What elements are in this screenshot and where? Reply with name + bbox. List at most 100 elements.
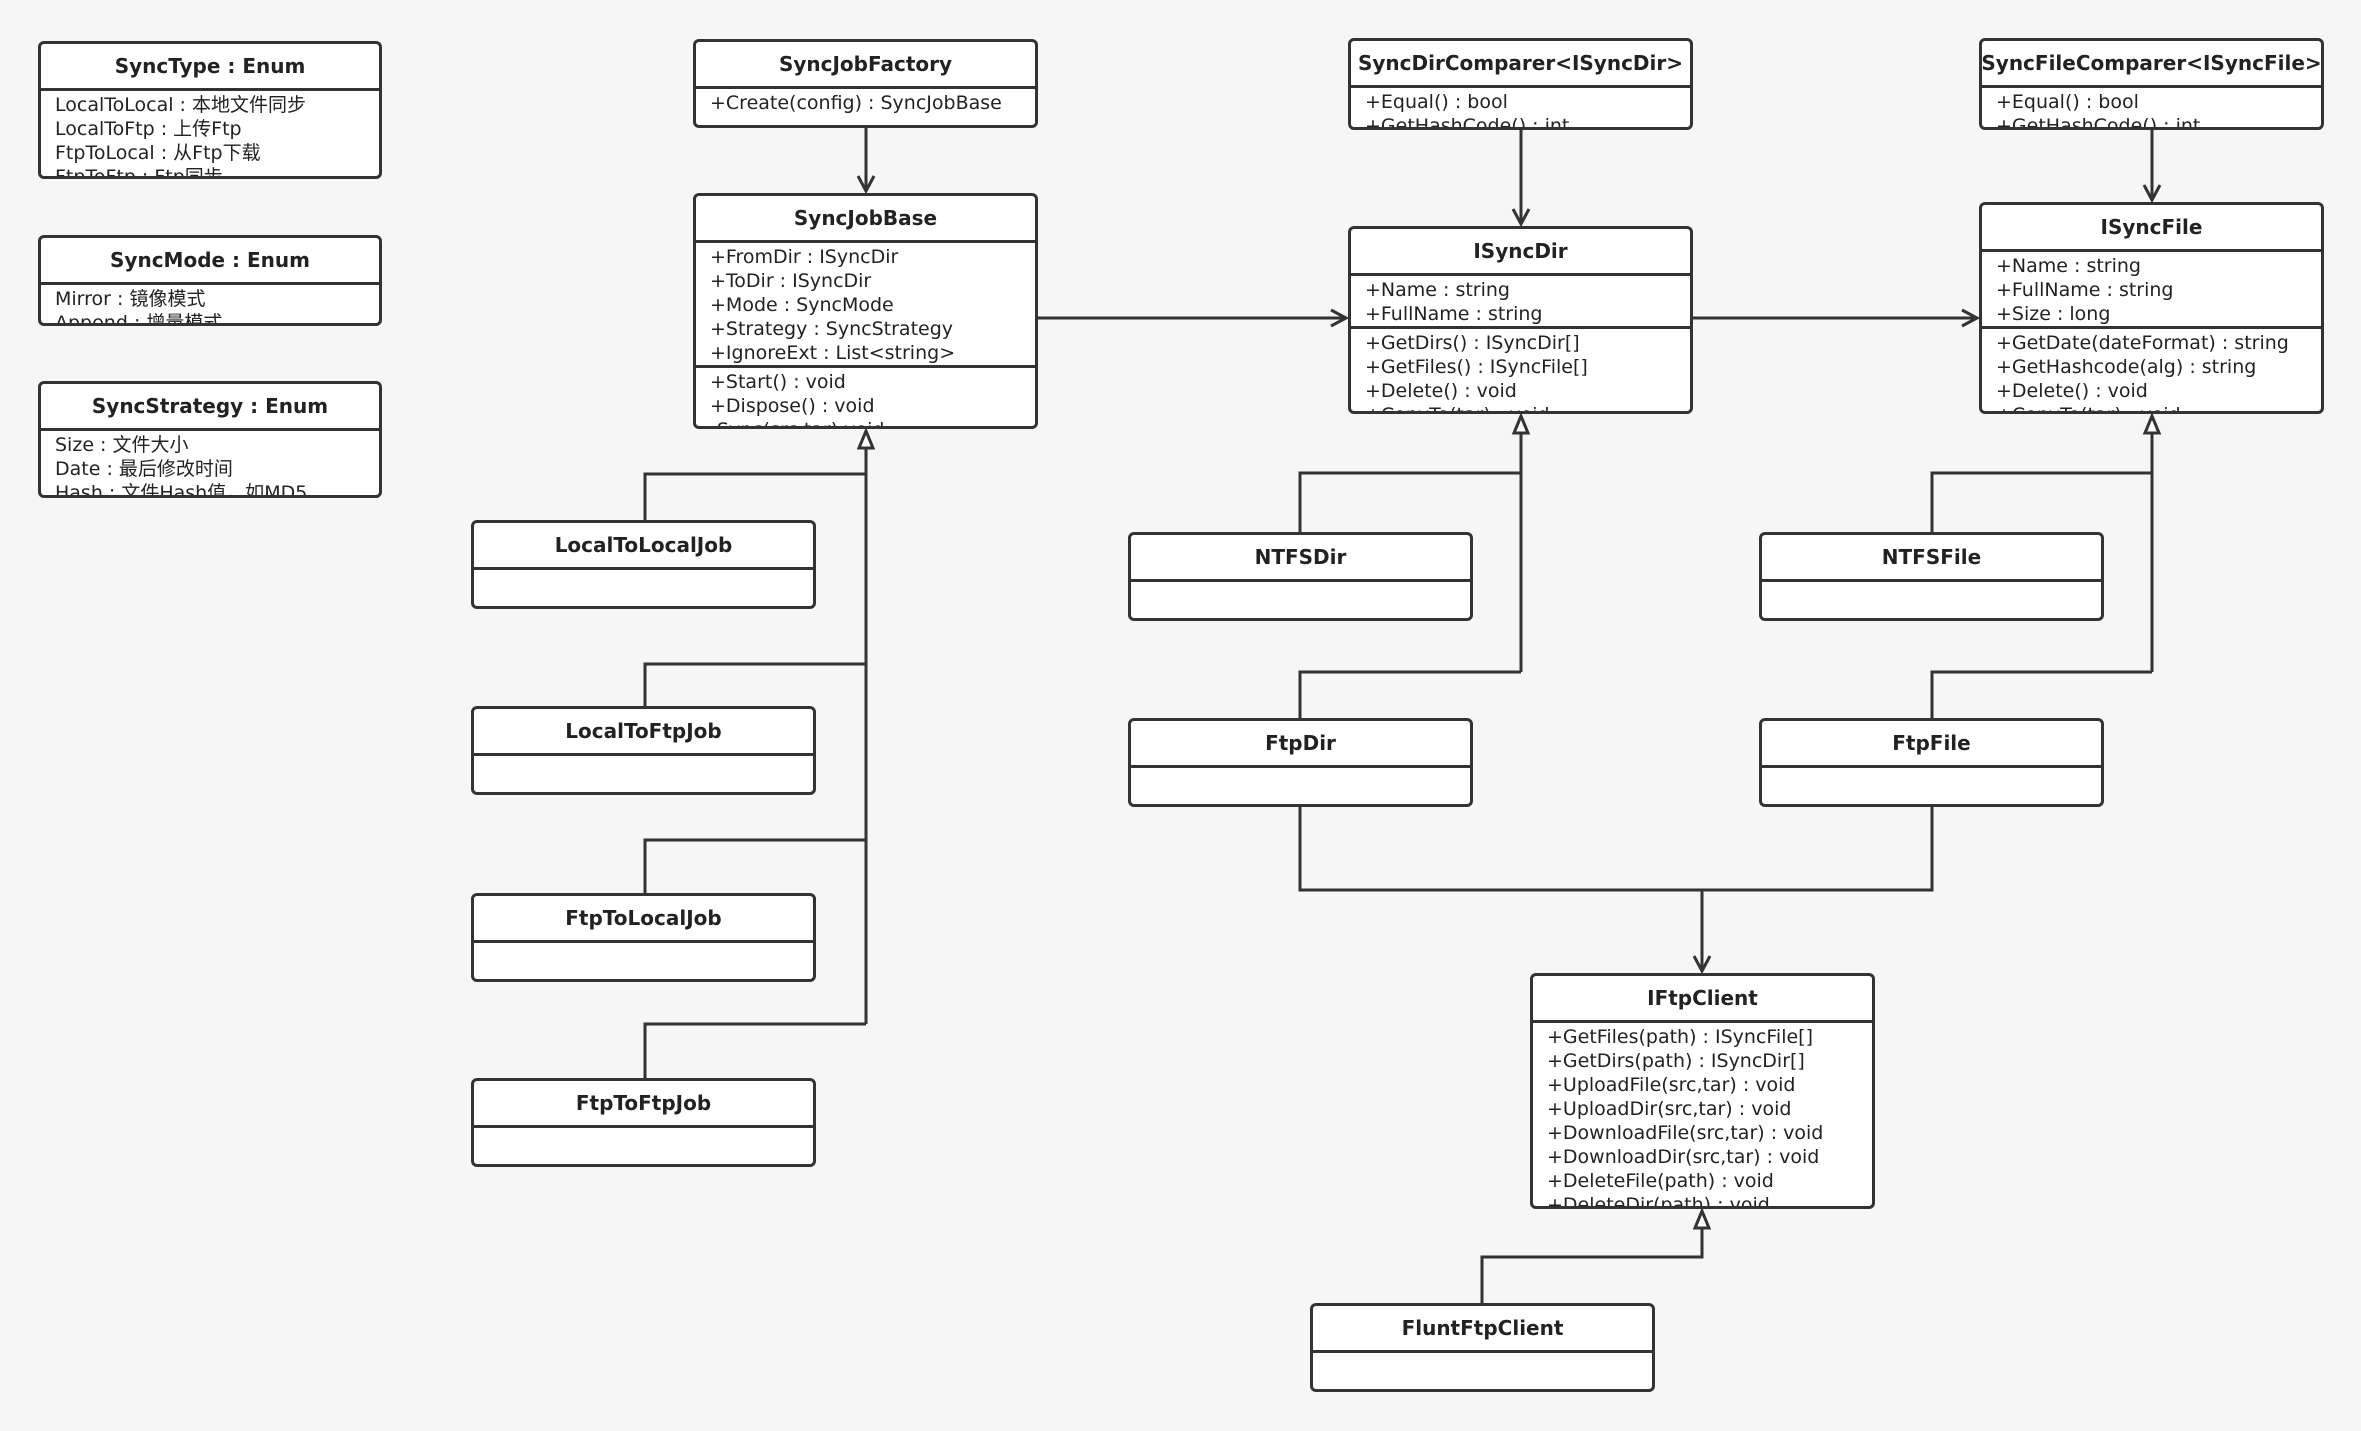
class-name: FtpToFtpJob [474, 1081, 813, 1128]
class-localtoftpjob[interactable]: LocalToFtpJob [471, 706, 816, 795]
class-attributes: +GetFiles(path) : ISyncFile[]+GetDirs(pa… [1533, 1023, 1872, 1209]
class-member: Mirror : 镜像模式 [55, 288, 206, 310]
class-member: +GetHashCode() : int [1365, 115, 1570, 130]
class-attributes: +Name : string+FullName : string+Size : … [1982, 252, 2321, 329]
class-member: +DeleteFile(path) : void [1547, 1170, 1774, 1192]
class-localtolocaljob[interactable]: LocalToLocalJob [471, 520, 816, 609]
class-attributes: +Equal() : bool +GetHashCode() : int [1351, 88, 1690, 130]
class-name: FtpDir [1131, 721, 1470, 768]
class-member: +GetHashCode() : int [1996, 115, 2201, 130]
class-member: +Start() : void [710, 371, 846, 393]
class-name: SyncJobFactory [696, 42, 1035, 89]
class-ntfsdir[interactable]: NTFSDir [1128, 532, 1473, 621]
class-attributes: +Equal() : bool +GetHashCode() : int [1982, 88, 2321, 130]
class-name: ISyncDir [1351, 229, 1690, 276]
class-syncjobbase[interactable]: SyncJobBase+FromDir : ISyncDir+ToDir : I… [693, 193, 1038, 429]
class-syncjobfactory[interactable]: SyncJobFactory +Create(config) : SyncJobB… [693, 39, 1038, 128]
class-member: FtpToLocal : 从Ftp下载 [55, 142, 261, 164]
class-member: +UploadFile(src,tar) : void [1547, 1074, 1796, 1096]
class-member: +Strategy : SyncStrategy [710, 318, 954, 340]
class-name: FtpFile [1762, 721, 2101, 768]
ftptolocal-link [643, 838, 866, 893]
class-member: +Create(config) : SyncJobBase [710, 92, 1002, 114]
class-attributes [1313, 1353, 1652, 1355]
class-member: +FullName : string [1996, 279, 2174, 301]
class-member: +DeleteDir(path) : void [1547, 1194, 1770, 1209]
class-syncfilecomparer[interactable]: SyncFileComparer<ISyncFile>+Equal() : bo… [1979, 38, 2324, 130]
class-member: +Size : long [1996, 303, 2111, 325]
ftptoftp-link [643, 1022, 866, 1078]
class-member: +Equal() : bool [1365, 91, 1508, 113]
class-member: Size : 文件大小 [55, 434, 189, 456]
class-member: +CopyTo(tar) : void [1365, 403, 1690, 411]
class-ftpdir[interactable]: FtpDir [1128, 718, 1473, 807]
class-iftpclient[interactable]: IFtpClient+GetFiles(path) : ISyncFile[]+… [1530, 973, 1875, 1209]
class-name: SyncMode : Enum [41, 238, 379, 285]
class-member: +DownloadDir(src,tar) : void [1547, 1146, 1820, 1168]
class-attributes: +FromDir : ISyncDir+ToDir : ISyncDir+Mod… [696, 243, 1035, 368]
class-member: +GetDirs() : ISyncDir[] [1365, 332, 1580, 354]
class-attributes [474, 756, 813, 758]
class-ntfsfile[interactable]: NTFSFile [1759, 532, 2104, 621]
class-member: +CopyTo(tar) : void [1996, 403, 2321, 411]
class-member: +IgnoreExt : List<string> [710, 342, 956, 364]
class-methods: +GetDate(dateFormat) : string+GetHashcod… [1982, 329, 2321, 411]
localtolocal-link [643, 472, 866, 520]
class-attributes [1762, 582, 2101, 584]
class-member: Date : 最后修改时间 [55, 458, 233, 480]
class-ftptoftpjob[interactable]: FtpToFtpJob [471, 1078, 816, 1167]
class-name: SyncFileComparer<ISyncFile> [1982, 41, 2321, 88]
class-member: +GetHashcode(alg) : string [1996, 356, 2257, 378]
localtoftp-link [643, 662, 866, 706]
class-name: SyncType : Enum [41, 44, 379, 91]
class-attributes [1131, 582, 1470, 584]
class-attributes: +Name : string+FullName : string [1351, 276, 1690, 329]
class-member: FtpToFtp : Ftp同步 [55, 166, 223, 179]
class-member: +Equal() : bool [1996, 91, 2139, 113]
class-syncdircomparer[interactable]: SyncDirComparer<ISyncDir>+Equal() : bool… [1348, 38, 1693, 130]
class-name: NTFSFile [1762, 535, 2101, 582]
class-name: NTFSDir [1131, 535, 1470, 582]
class-attributes [1131, 768, 1470, 770]
class-name: FluntFtpClient [1313, 1306, 1652, 1353]
class-member: +Delete() : void [1996, 380, 2148, 402]
class-methods: +Start() : void+Dispose() : void-Sync(sr… [696, 368, 1035, 426]
class-member: +Name : string [1996, 255, 2141, 277]
class-member: -Sync(src,tar) void [710, 418, 1035, 426]
class-name: SyncJobBase [696, 196, 1035, 243]
class-name: SyncStrategy : Enum [41, 384, 379, 431]
ftpdir-link [1298, 670, 1521, 718]
class-member: +UploadDir(src,tar) : void [1547, 1098, 1792, 1120]
ntfsdir-link [1298, 471, 1521, 532]
class-member: +GetDate(dateFormat) : string [1996, 332, 2289, 354]
class-isyncdir[interactable]: ISyncDir+Name : string+FullName : string… [1348, 226, 1693, 414]
ntfsfile-link [1930, 471, 2152, 532]
ftpfile-link [1930, 670, 2152, 718]
class-member: +GetFiles(path) : ISyncFile[] [1547, 1026, 1813, 1048]
class-member: +ToDir : ISyncDir [710, 270, 872, 292]
class-member: +FullName : string [1365, 303, 1543, 325]
class-attributes [474, 943, 813, 945]
class-member: +Dispose() : void [710, 395, 875, 417]
class-member: LocalToLocal : 本地文件同步 [55, 94, 306, 116]
class-ftptolocaljob[interactable]: FtpToLocalJob [471, 893, 816, 982]
class-member: +Name : string [1365, 279, 1510, 301]
class-fluntftpclient[interactable]: FluntFtpClient [1310, 1303, 1655, 1392]
class-member: +Mode : SyncMode [710, 294, 894, 316]
class-isyncfile[interactable]: ISyncFile+Name : string+FullName : strin… [1979, 202, 2324, 414]
class-methods: +GetDirs() : ISyncDir[]+GetFiles() : ISy… [1351, 329, 1690, 411]
class-member: +DownloadFile(src,tar) : void [1547, 1122, 1824, 1144]
ftp-to-client-line [1298, 807, 1934, 892]
class-member: +GetFiles() : ISyncFile[] [1365, 356, 1588, 378]
class-attributes [474, 1128, 813, 1130]
class-name: IFtpClient [1533, 976, 1872, 1023]
class-ftpfile[interactable]: FtpFile [1759, 718, 2104, 807]
flunt-generalization-line [1480, 1211, 1702, 1303]
